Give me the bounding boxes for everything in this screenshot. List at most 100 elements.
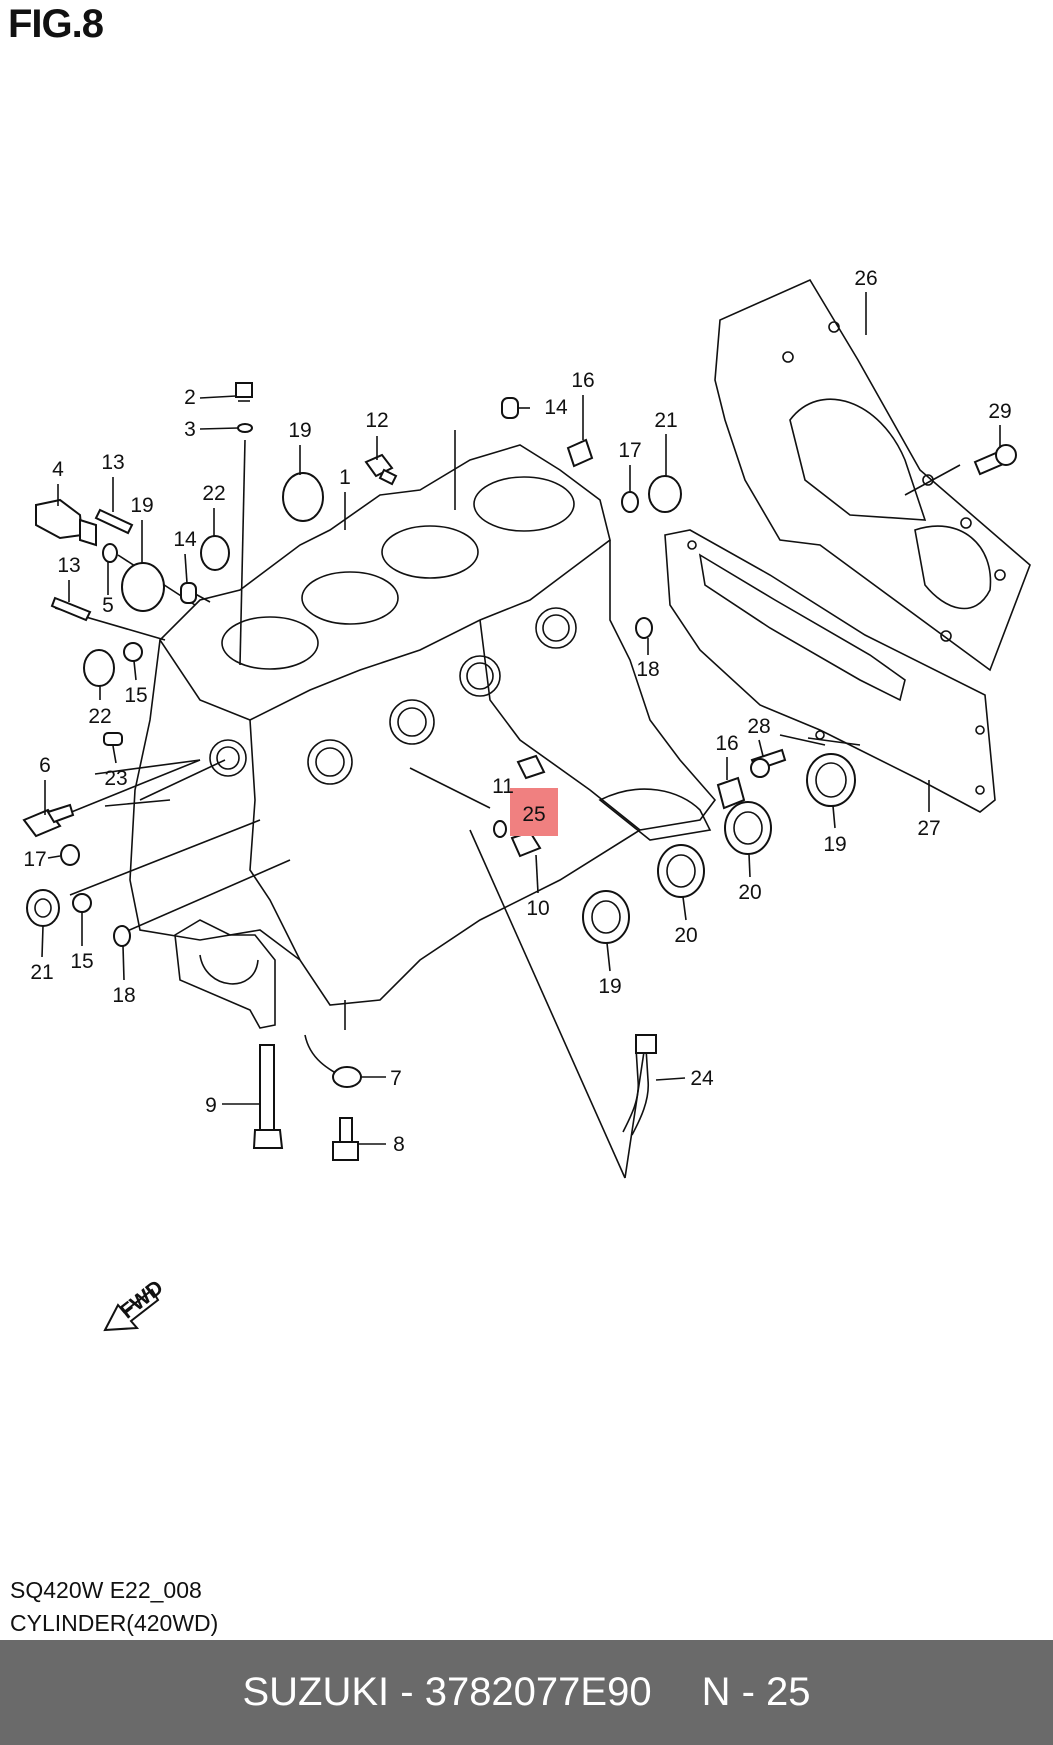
- callout-label: 6: [39, 754, 51, 777]
- callout-label: 14: [173, 528, 197, 551]
- callout-label: 28: [747, 715, 770, 738]
- dowel-14a: [501, 397, 519, 419]
- dowel-16b: [716, 776, 746, 810]
- cylinder-bores: [221, 476, 575, 670]
- callout-label: 22: [88, 705, 111, 728]
- cylinder-block-deck: [158, 444, 611, 721]
- callout-label: 15: [70, 950, 93, 973]
- pin-23: [103, 732, 123, 746]
- callout-label: 19: [288, 419, 311, 442]
- callout-labels: 26 29 27 16 21 17 18 14 12 2 3 19 1 4 13…: [23, 267, 1011, 1156]
- cap-19a: [282, 472, 324, 522]
- callout-label: 27: [917, 817, 940, 840]
- diagram-code: SQ420W E22_008: [10, 1577, 202, 1603]
- callout-label: 23: [104, 767, 127, 790]
- seal-20b: [657, 844, 705, 898]
- gasket-port: [914, 525, 992, 610]
- cap-22a: [200, 535, 230, 571]
- callout-label: 20: [674, 924, 697, 947]
- callout-label: 17: [23, 848, 46, 871]
- callout-label: 2: [184, 386, 196, 409]
- callout-label: 8: [393, 1133, 405, 1156]
- callout-label: 16: [571, 369, 594, 392]
- part-highlight-25[interactable]: 25: [510, 788, 558, 836]
- gasket-holes: [782, 321, 1006, 642]
- footer-bar: SUZUKI - 3782077E90 N - 25: [0, 1640, 1053, 1745]
- callout-label: 12: [365, 409, 388, 432]
- bolt-12: [364, 453, 398, 486]
- callout-label: 3: [184, 418, 196, 441]
- svg-text:25: 25: [522, 803, 545, 826]
- reference-number-text: N - 25: [701, 1670, 811, 1714]
- cap-21b: [26, 889, 60, 927]
- callout-label: 1: [339, 466, 351, 489]
- callout-label: 21: [30, 961, 53, 984]
- callout-label: 18: [112, 984, 135, 1007]
- seal-19c: [806, 753, 856, 807]
- bolt-29: [973, 444, 1017, 476]
- washer-5: [102, 543, 118, 563]
- o-ring-3: [237, 423, 253, 433]
- figure-title: FIG.8: [8, 2, 104, 46]
- dipstick-tube-24: [622, 1034, 657, 1136]
- diagram-name: CYLINDER(420WD): [10, 1610, 219, 1636]
- svg-text:FWD: FWD: [116, 1276, 168, 1324]
- cylinder-block-skirt: [249, 619, 641, 961]
- callout-label: 15: [124, 684, 147, 707]
- callout-label: 18: [636, 658, 659, 681]
- callout-leaders: [41, 292, 1001, 1145]
- callout-label: 26: [854, 267, 877, 290]
- rear-plate-outline: [664, 529, 996, 813]
- sensor-4: [35, 498, 97, 547]
- callout-label: 10: [526, 897, 549, 920]
- gasket-outline: [714, 278, 1031, 672]
- callout-label: 24: [690, 1067, 714, 1090]
- plug-18a: [635, 617, 653, 639]
- callout-label: 17: [618, 439, 641, 462]
- fwd-arrow-icon: FWD: [103, 1276, 168, 1332]
- bolt-8: [332, 1117, 359, 1161]
- cylinder-block-body: [129, 540, 717, 1006]
- exploded-parts-diagram: FWD 25 26 29 27 16 21 17 18 14 12 2 3 19…: [22, 267, 1031, 1332]
- callout-label: 11: [492, 775, 514, 798]
- plug-18b: [113, 925, 131, 947]
- gasket-inner-opening: [789, 398, 927, 521]
- dowel-16a: [566, 438, 594, 468]
- dowel-14b: [180, 582, 197, 604]
- callout-label: 7: [390, 1067, 402, 1090]
- cam-bearing-bores: [209, 607, 577, 785]
- plug-6: [22, 803, 75, 838]
- cap-22b: [83, 649, 115, 687]
- rear-plate-channel: [698, 553, 906, 702]
- main-bearing-cap: [174, 919, 276, 1029]
- main-bearing-cap-arc: [199, 954, 259, 985]
- part-number-text: SUZUKI - 3782077E90: [242, 1670, 652, 1714]
- bolt-28: [750, 748, 787, 778]
- plug-17a: [621, 491, 639, 513]
- stud-13a: [94, 508, 134, 535]
- seal-20a: [724, 801, 772, 855]
- bolt-25: [516, 754, 546, 780]
- callout-label: 13: [57, 554, 80, 577]
- callout-label: 16: [715, 732, 738, 755]
- callout-label: 19: [130, 494, 153, 517]
- rear-plate-holes: [687, 540, 985, 795]
- callout-label: 5: [102, 594, 114, 617]
- callout-label: 9: [205, 1094, 217, 1117]
- stud-13b: [50, 596, 92, 622]
- plug-17b: [60, 844, 80, 866]
- plug-2: [235, 382, 253, 402]
- bolt-9: [252, 1044, 284, 1149]
- callout-label: 29: [988, 400, 1011, 423]
- cap-21a: [648, 475, 682, 513]
- callout-label: 14: [544, 396, 568, 419]
- callout-label: 19: [598, 975, 621, 998]
- callout-label: 19: [823, 833, 846, 856]
- oil-jet-7: [304, 1034, 362, 1088]
- washer-11: [493, 820, 507, 838]
- cap-19b: [121, 562, 165, 612]
- callout-label: 21: [654, 409, 677, 432]
- oil-pan-flange: [598, 788, 712, 841]
- plug-15b: [72, 893, 92, 913]
- seal-19d: [582, 890, 630, 944]
